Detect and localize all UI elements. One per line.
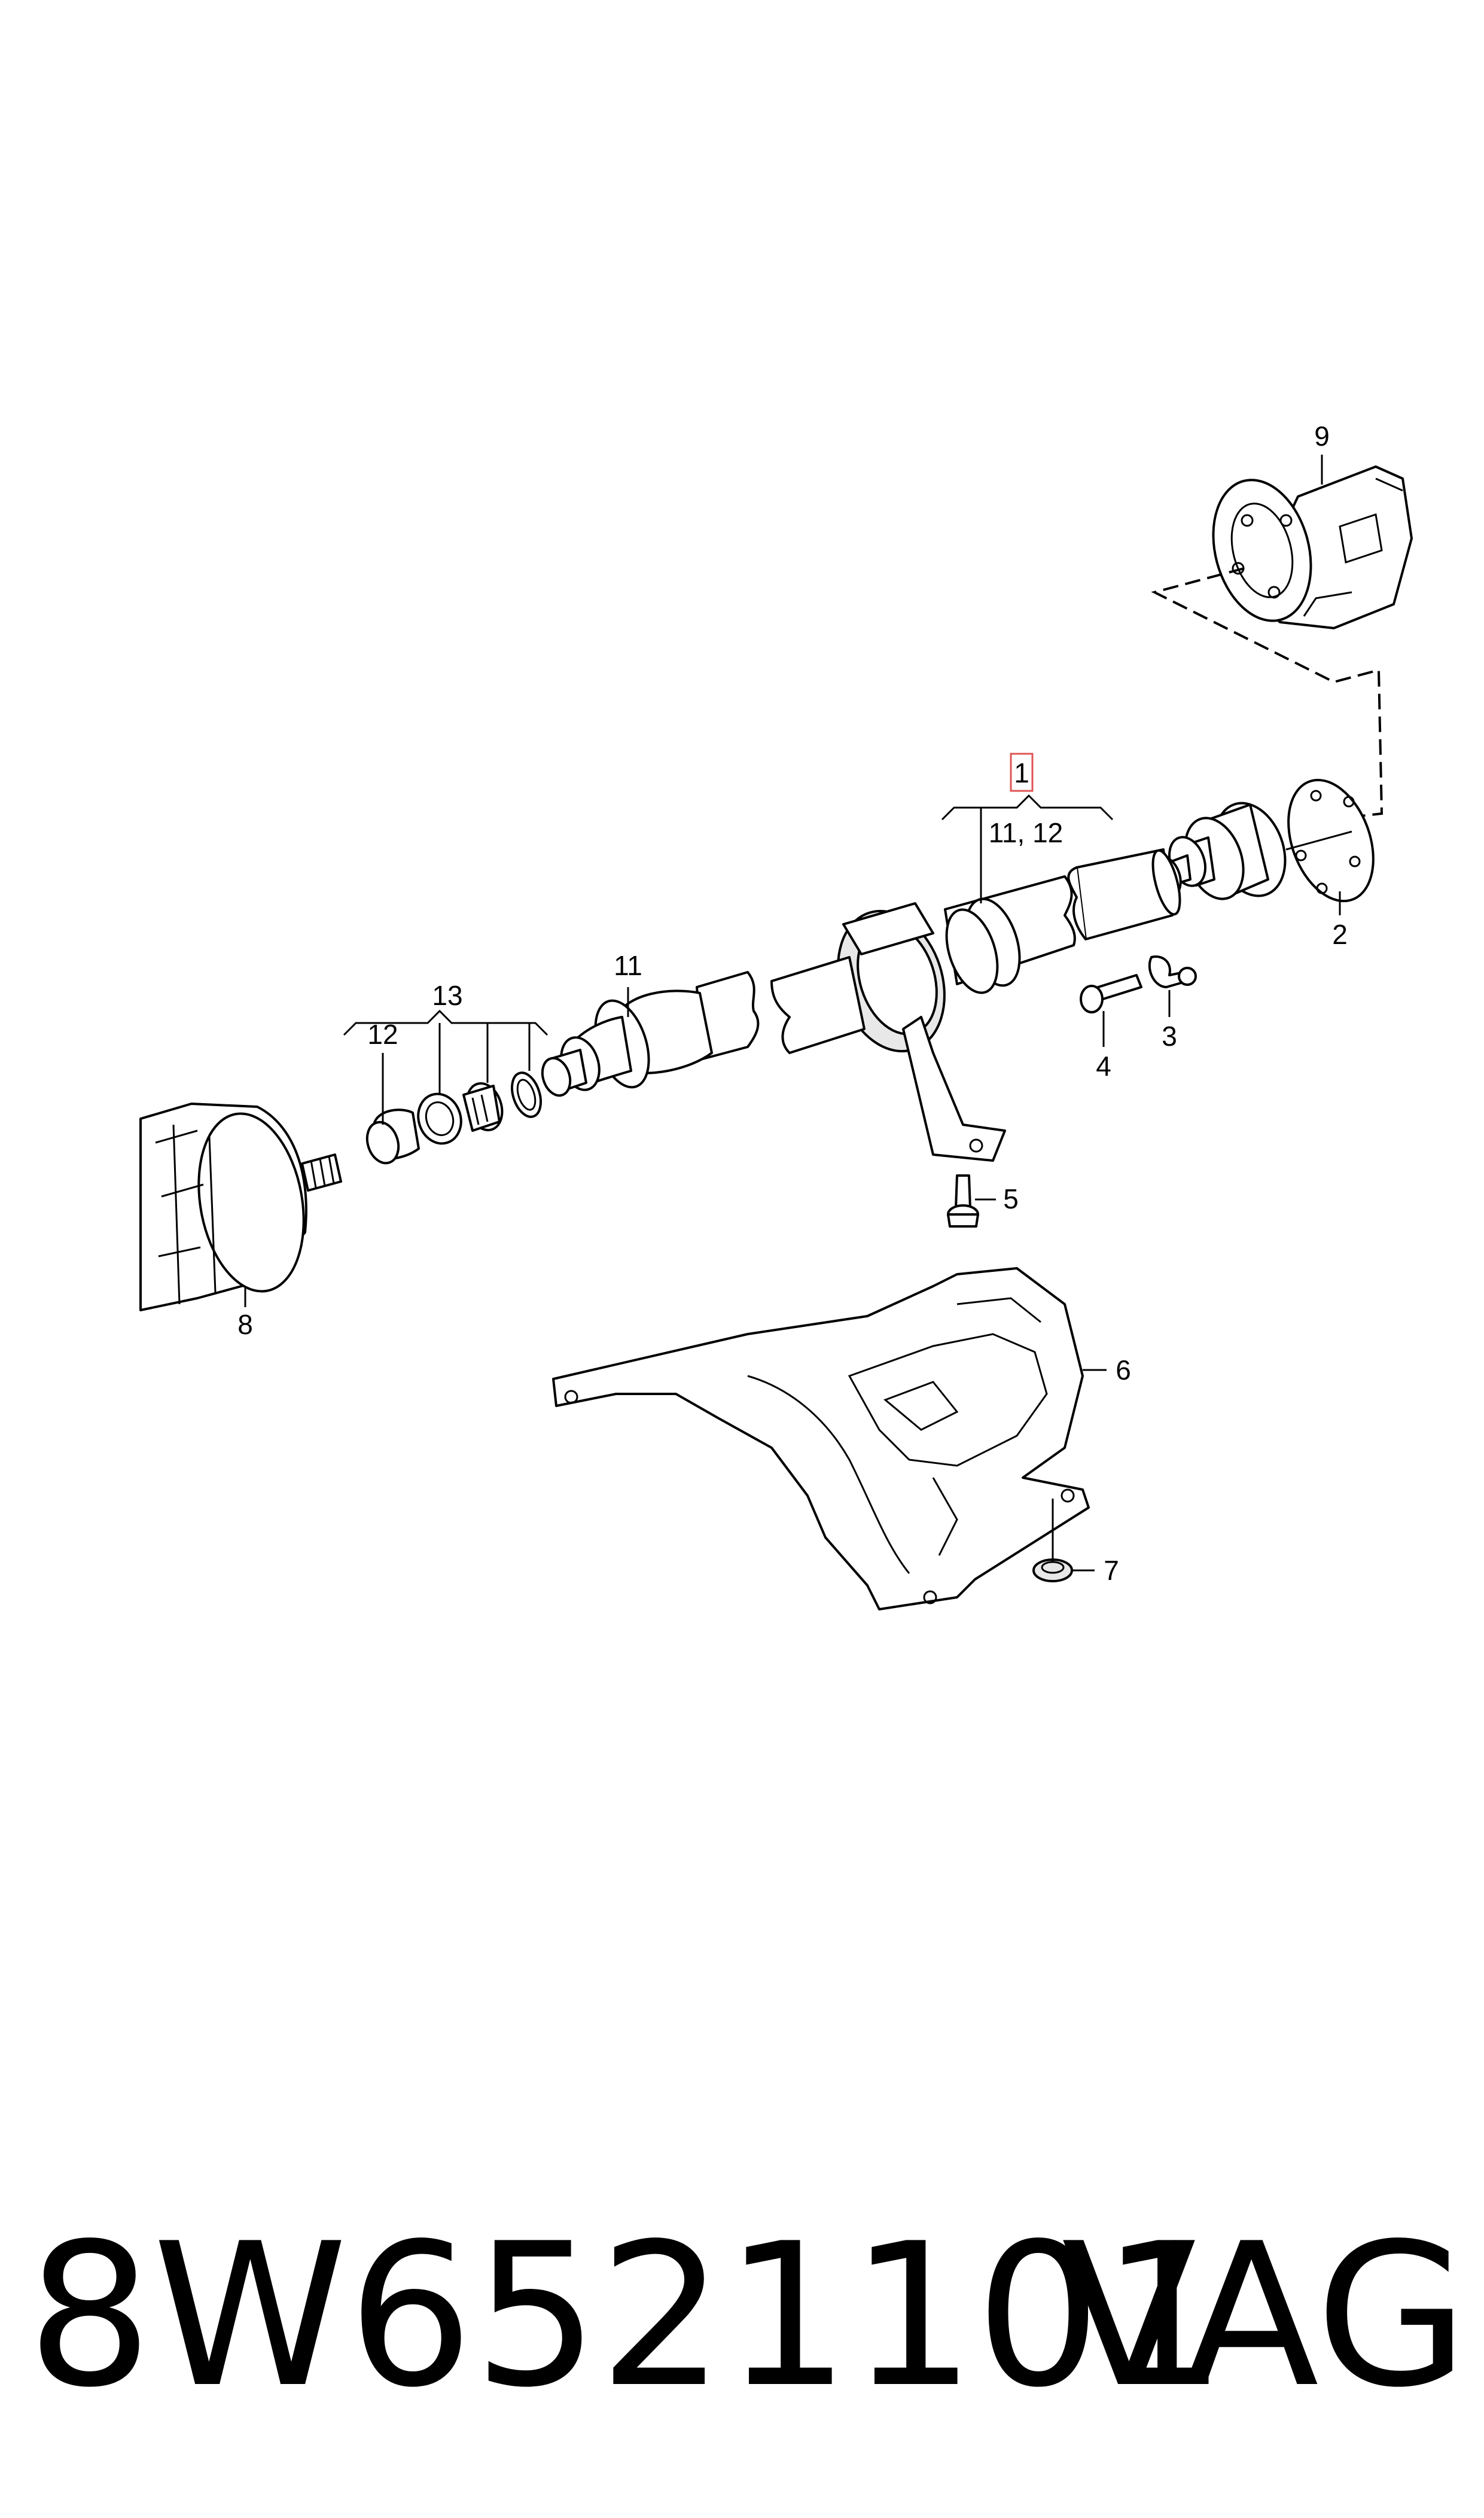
callout-5: 5	[1003, 1183, 1019, 1214]
callout-12: 12	[367, 1019, 398, 1050]
callout-3: 3	[1162, 1021, 1177, 1052]
nut	[1032, 1558, 1073, 1582]
highlight-box	[1010, 753, 1034, 792]
bracket-bolt	[947, 1174, 979, 1228]
flange-disc	[1285, 778, 1375, 903]
rear-cv-joint	[541, 989, 713, 1097]
retaining-ring	[417, 1092, 462, 1145]
heat-shield	[552, 1267, 1090, 1610]
shaft-tube-rear	[696, 956, 866, 1060]
shaft-tube-center	[944, 875, 1076, 994]
shaft-tube-front	[1067, 848, 1181, 940]
bolt	[1080, 974, 1142, 1013]
callout-1: 1	[1014, 757, 1029, 788]
gearbox-flange-housing	[1212, 465, 1413, 629]
callout-8: 8	[237, 1309, 253, 1340]
callout-13: 13	[432, 980, 462, 1011]
callout-11-12: 11, 12	[989, 817, 1063, 848]
callout-2: 2	[1332, 919, 1348, 950]
center-support-bearing	[837, 902, 1006, 1162]
callout-9: 9	[1314, 421, 1330, 452]
callout-7: 7	[1104, 1555, 1119, 1586]
o-ring	[511, 1071, 542, 1118]
washer-clip	[1148, 955, 1197, 988]
front-cv-joint	[1151, 802, 1287, 900]
callout-11: 11	[614, 950, 642, 981]
final-drive-housing	[139, 1103, 342, 1311]
assembly-dashed-line	[1151, 567, 1384, 821]
callout-4: 4	[1096, 1051, 1111, 1082]
callout-6: 6	[1116, 1354, 1131, 1386]
leader-lines	[244, 455, 1341, 1572]
part-number: 8W6521101	[27, 2201, 1227, 2431]
clamp-sleeve	[365, 1109, 420, 1165]
brand-name: VAG	[1062, 2201, 1468, 2431]
centering-sleeve	[462, 1082, 504, 1132]
